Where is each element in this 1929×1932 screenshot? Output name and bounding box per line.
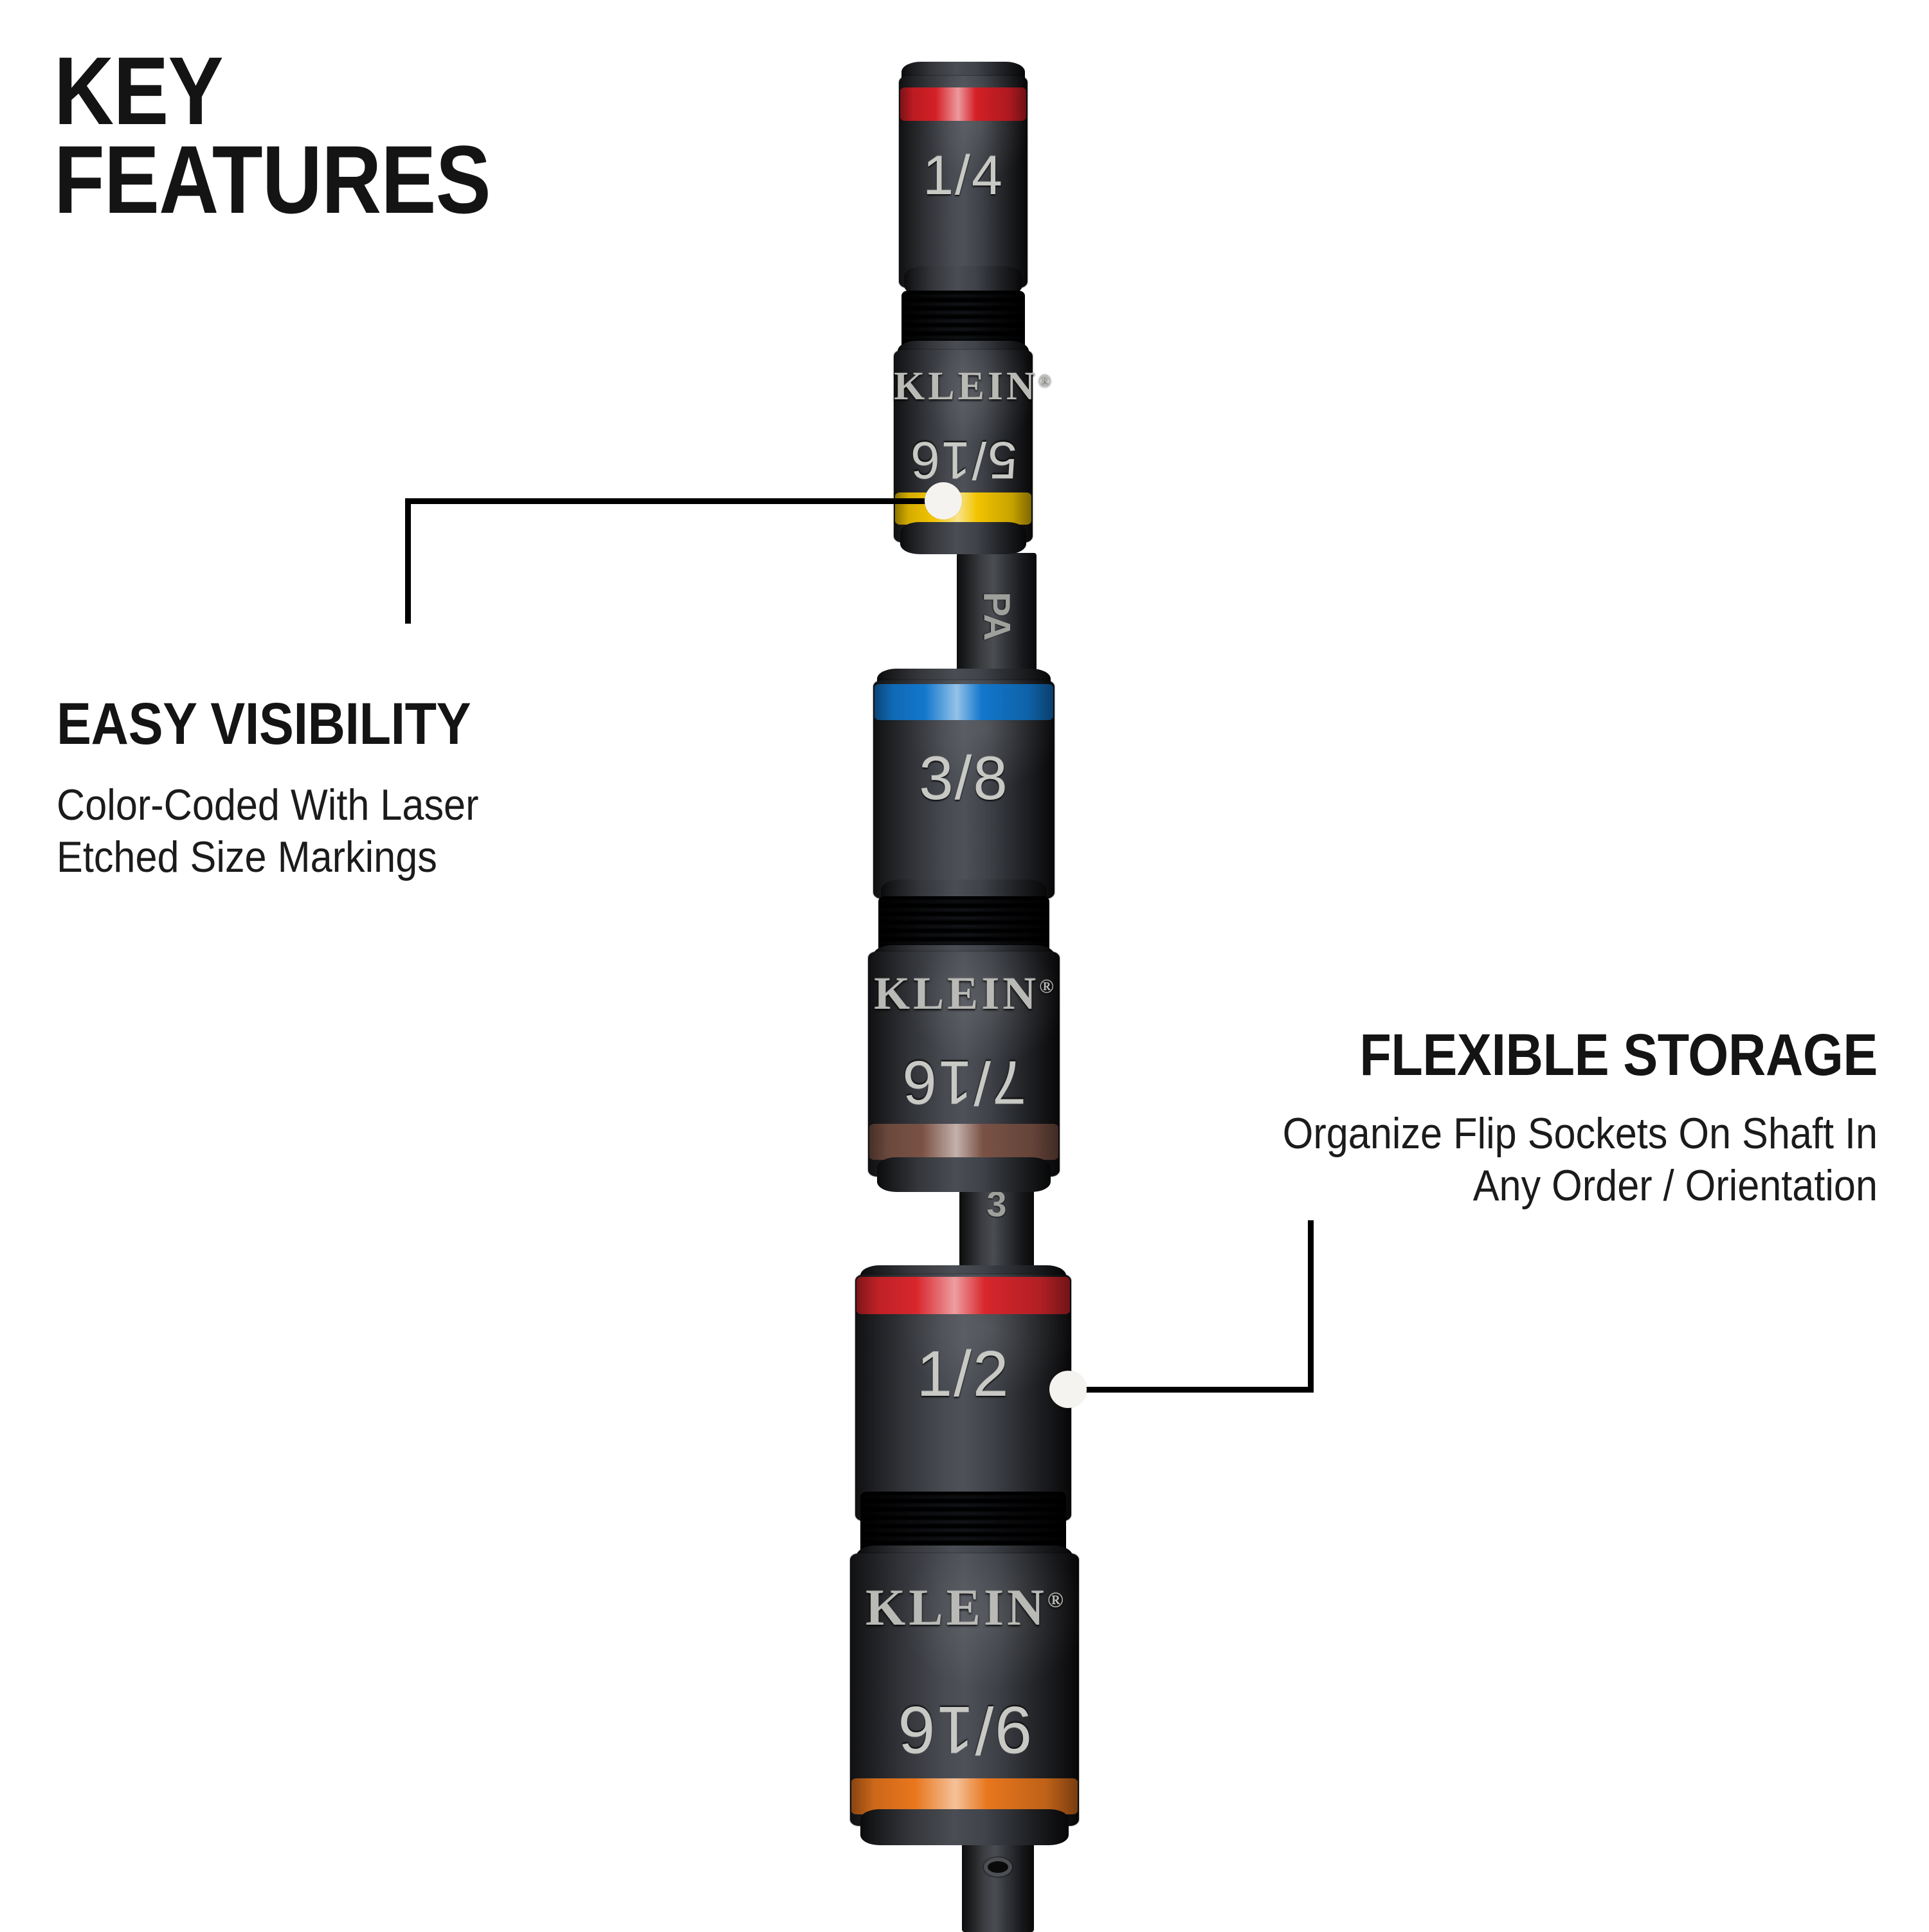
socket-5-16-color-band <box>895 492 1031 525</box>
socket-1-2-color-band <box>856 1277 1070 1314</box>
socket-7-16-size-label: 7/16 <box>901 1048 1027 1117</box>
socket-7-16-bottom-lip <box>877 1157 1051 1192</box>
callout-right-body: Organize Flip Sockets On Shaft In Any Or… <box>1282 1109 1878 1210</box>
brand-text: KLEIN <box>874 968 1040 1019</box>
registered-mark: ® <box>1047 1588 1064 1612</box>
callout-flexible-storage: FLEXIBLE STORAGE Organize Flip Sockets O… <box>1157 1025 1878 1212</box>
brand-text: KLEIN <box>865 1580 1047 1636</box>
socket-9-16: KLEIN® 9/16 <box>850 1546 1079 1848</box>
socket-1-2-size-label: 1/2 <box>916 1338 1010 1410</box>
socket-3-8-size-label: 3/8 <box>919 744 1009 813</box>
socket-1-2-body <box>855 1274 1071 1521</box>
leader-line-right-vertical <box>1308 1220 1314 1393</box>
socket-3-8: 3/8 <box>873 669 1055 918</box>
marker-dot-easy-visibility <box>925 482 962 519</box>
registered-mark: ® <box>1038 370 1051 390</box>
shaft-detent-hole <box>984 1857 1012 1877</box>
shaft-marking-pa: PA <box>975 591 1018 641</box>
socket-5-16-size-label: 5/16 <box>909 431 1017 489</box>
socket-7-16: KLEIN® 7/16 <box>868 945 1060 1197</box>
callout-left-body: Color-Coded With Laser Etched Size Marki… <box>57 781 479 881</box>
callout-left-title: EASY VISIBILITY <box>57 691 471 757</box>
socket-3-8-color-band <box>874 684 1053 720</box>
socket-1-4-color-band <box>900 87 1026 121</box>
leader-line-left-vertical <box>405 498 411 624</box>
socket-9-16-bottom-lip <box>860 1809 1069 1845</box>
socket-9-16-brand-wordmark: KLEIN® <box>850 1579 1079 1638</box>
socket-5-16-bottom-lip <box>900 522 1026 554</box>
socket-5-16-brand-wordmark: KLEIN® <box>894 364 1051 410</box>
page-title: KEY FEATURES <box>54 37 491 233</box>
callout-easy-visibility: EASY VISIBILITY Color-Coded With Laser E… <box>57 694 700 883</box>
socket-5-16: KLEIN® 5/16 <box>894 341 1051 559</box>
marker-dot-flexible-storage <box>1049 1371 1087 1408</box>
socket-9-16-size-label: 9/16 <box>896 1692 1033 1767</box>
leader-line-left-horizontal <box>405 498 932 504</box>
brand-text: KLEIN <box>894 365 1038 408</box>
callout-right-title: FLEXIBLE STORAGE <box>1359 1022 1878 1088</box>
socket-7-16-brand-wordmark: KLEIN® <box>868 967 1060 1020</box>
extension-shaft-lower <box>962 1836 1034 1932</box>
leader-line-right-horizontal <box>1075 1387 1314 1393</box>
socket-1-4-size-label: 1/4 <box>923 145 1004 206</box>
socket-1-4: 1/4 <box>899 62 1028 301</box>
registered-mark: ® <box>1039 975 1054 997</box>
socket-9-16-color-band <box>851 1778 1078 1814</box>
socket-7-16-color-band <box>869 1124 1058 1160</box>
